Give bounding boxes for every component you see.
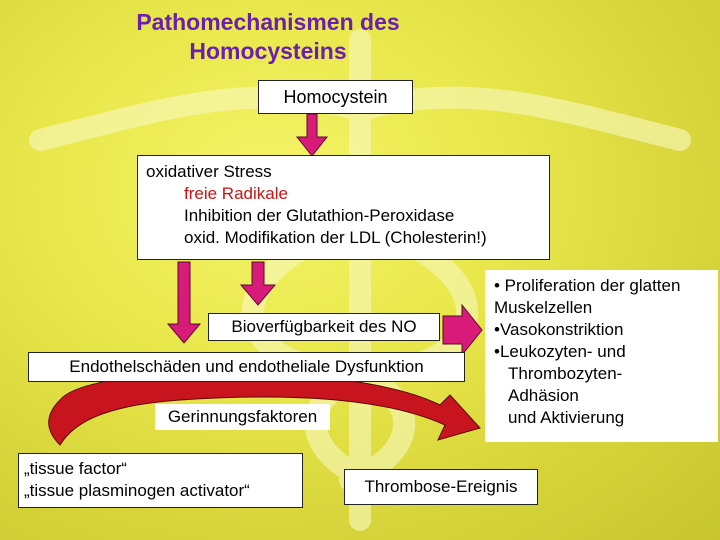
effect-line-3: •Vasokonstriktion (494, 320, 624, 339)
effect-line-5: Thrombozyten- (508, 364, 623, 383)
down-arrow-icon (239, 261, 277, 306)
endothel-box: Endothelschäden und endotheliale Dysfunk… (28, 352, 465, 382)
page-title: Pathomechanismen des Homocysteins (98, 8, 438, 66)
down-arrow-icon (295, 113, 329, 157)
effect-line-6: Adhäsion (508, 386, 579, 405)
homocystein-box: Homocystein (258, 80, 413, 114)
bioverfuegbarkeit-box: Bioverfügbarkeit des NO (208, 313, 440, 341)
stress-item-radikale: freie Radikale (184, 184, 288, 203)
stress-item-glutathion: Inhibition der Glutathion-Peroxidase (184, 206, 455, 225)
title-line-1: Pathomechanismen des (136, 9, 400, 35)
title-line-2: Homocysteins (189, 38, 347, 64)
gerinnungsfaktoren-label: Gerinnungsfaktoren (155, 404, 330, 430)
right-arrow-icon (442, 303, 483, 357)
oxidative-stress-box: oxidativer Stress freie Radikale Inhibit… (137, 155, 550, 260)
effect-line-2: Muskelzellen (494, 298, 593, 317)
thrombose-box: Thrombose-Ereignis (344, 469, 538, 505)
effect-line-4: •Leukozyten- und (494, 342, 626, 361)
effect-line-1: • Proliferation der glatten (494, 276, 681, 295)
stress-heading: oxidativer Stress (146, 162, 272, 181)
tissue-line-1: „tissue factor“ (24, 459, 127, 478)
tissue-factor-box: „tissue factor“ „tissue plasminogen acti… (18, 453, 303, 508)
down-arrow-icon (166, 261, 202, 344)
stress-item-ldl: oxid. Modifikation der LDL (Cholesterin!… (184, 228, 487, 247)
effect-line-7: und Aktivierung (508, 408, 625, 427)
tissue-line-2: „tissue plasminogen activator“ (24, 481, 250, 500)
effects-box: • Proliferation der glatten Muskelzellen… (485, 270, 718, 442)
